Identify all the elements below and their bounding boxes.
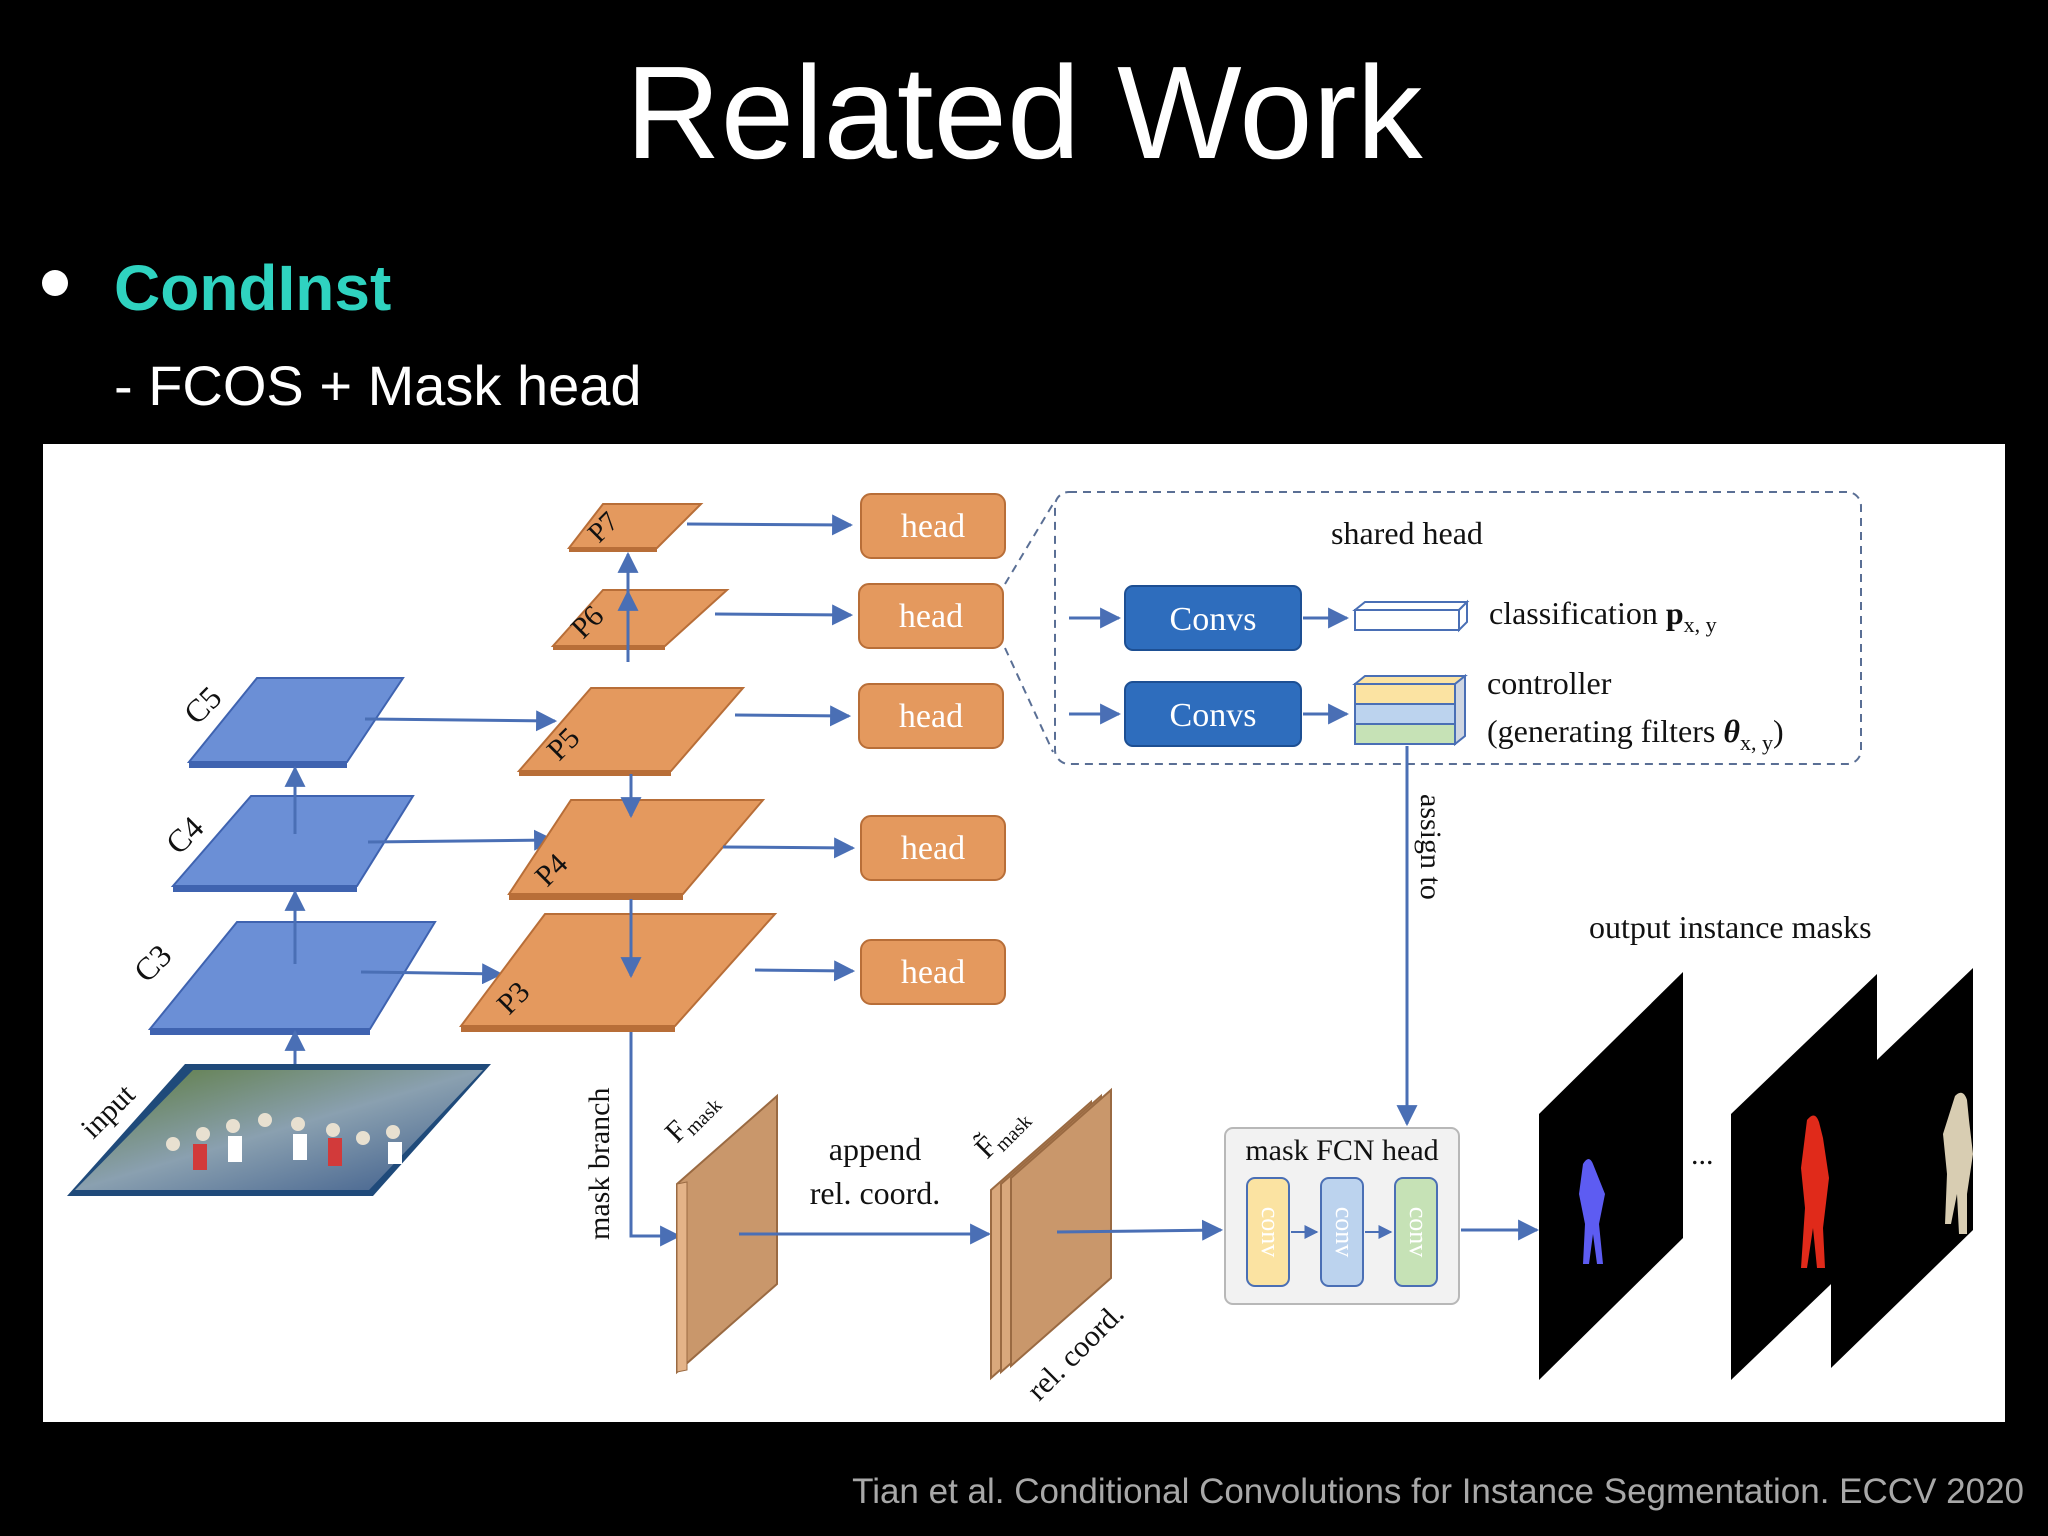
output-label: output instance masks	[1589, 909, 1872, 945]
arrow-p7-head	[686, 514, 854, 536]
head-label: head	[901, 830, 965, 867]
head-p7: head	[860, 493, 1006, 559]
conv-label: conv	[1330, 1207, 1359, 1258]
output-mask-1	[1539, 972, 1683, 1380]
controller-tensor	[1352, 673, 1468, 747]
arrow-to-mask-fcn	[1056, 1219, 1224, 1241]
convs-label: Convs	[1170, 601, 1257, 638]
fpn-p4	[507, 799, 766, 900]
fmask-feature	[676, 1093, 778, 1375]
backbone-c4	[170, 795, 415, 892]
arrow-p4-head	[722, 837, 856, 859]
citation: Tian et al. Conditional Convolutions for…	[852, 1472, 2024, 1511]
condinst-figure: input C3 C4 C5 P3 P4 P5	[43, 444, 2005, 1422]
output-mask-3	[1831, 968, 1973, 1368]
append-line1: append	[829, 1131, 921, 1167]
shared-head-title: shared head	[1331, 515, 1483, 551]
controller-desc: (generating filters θx, y)	[1487, 713, 1784, 755]
head-label: head	[901, 954, 965, 991]
output-mask-2	[1731, 974, 1877, 1380]
arrow-c3-p3	[360, 963, 504, 985]
conv-blue: conv	[1320, 1177, 1364, 1287]
arrow-p3-head	[754, 960, 856, 982]
head-label: head	[899, 598, 963, 635]
conv-label: conv	[1256, 1207, 1285, 1258]
classification-tensor	[1352, 599, 1470, 633]
input-image	[67, 1064, 491, 1196]
arrow-c5-p5	[364, 710, 558, 732]
fmask-tilde-label: F̃mask	[969, 1100, 1037, 1168]
fmask-tilde-feature	[990, 1087, 1112, 1381]
mask-branch-label: mask branch	[583, 1088, 616, 1240]
slide-title: Related Work	[625, 39, 1423, 186]
fpn-p6	[550, 589, 730, 650]
mask-fcn-head-label: mask FCN head	[1245, 1134, 1438, 1167]
backbone-c3	[147, 921, 437, 1035]
conv-yellow: conv	[1246, 1177, 1290, 1287]
head-p3: head	[860, 939, 1006, 1005]
fpn-p7	[566, 503, 704, 552]
bullet-dot	[42, 270, 68, 296]
subtitle-fcos-mask-head: - FCOS + Mask head	[114, 354, 642, 417]
head-p6: head	[858, 583, 1004, 649]
head-p5: head	[858, 683, 1004, 749]
convs-classification: Convs	[1124, 585, 1302, 651]
assign-to-label: assign to	[1414, 794, 1447, 900]
output-ellipsis: ...	[1691, 1138, 1714, 1171]
convs-controller: Convs	[1124, 681, 1302, 747]
convs-label: Convs	[1170, 697, 1257, 734]
fpn-p3	[459, 913, 778, 1032]
head-p4: head	[860, 815, 1006, 881]
condinst-diagram-svg: input C3 C4 C5 P3 P4 P5	[67, 491, 1973, 1407]
head-label: head	[899, 698, 963, 735]
zoom-line-top	[1004, 503, 1054, 585]
classification-text: classification px, y	[1489, 595, 1717, 637]
controller-label: controller	[1487, 665, 1612, 701]
append-line2: rel. coord.	[810, 1175, 941, 1211]
fpn-p5	[516, 687, 746, 776]
conv-green: conv	[1394, 1177, 1438, 1287]
bullet-condinst: CondInst	[114, 252, 392, 324]
arrow-p5-head	[734, 705, 852, 727]
arrow-c4-p4	[367, 829, 556, 851]
label-c3: C3	[126, 937, 178, 989]
arrow-mask-branch	[629, 1032, 682, 1247]
head-label: head	[901, 508, 965, 545]
conv-label: conv	[1404, 1207, 1433, 1258]
fmask-label: Fmask	[659, 1084, 727, 1152]
backbone-c5	[186, 677, 405, 768]
zoom-line-bottom	[1004, 647, 1054, 753]
arrow-p6-head	[714, 604, 854, 626]
